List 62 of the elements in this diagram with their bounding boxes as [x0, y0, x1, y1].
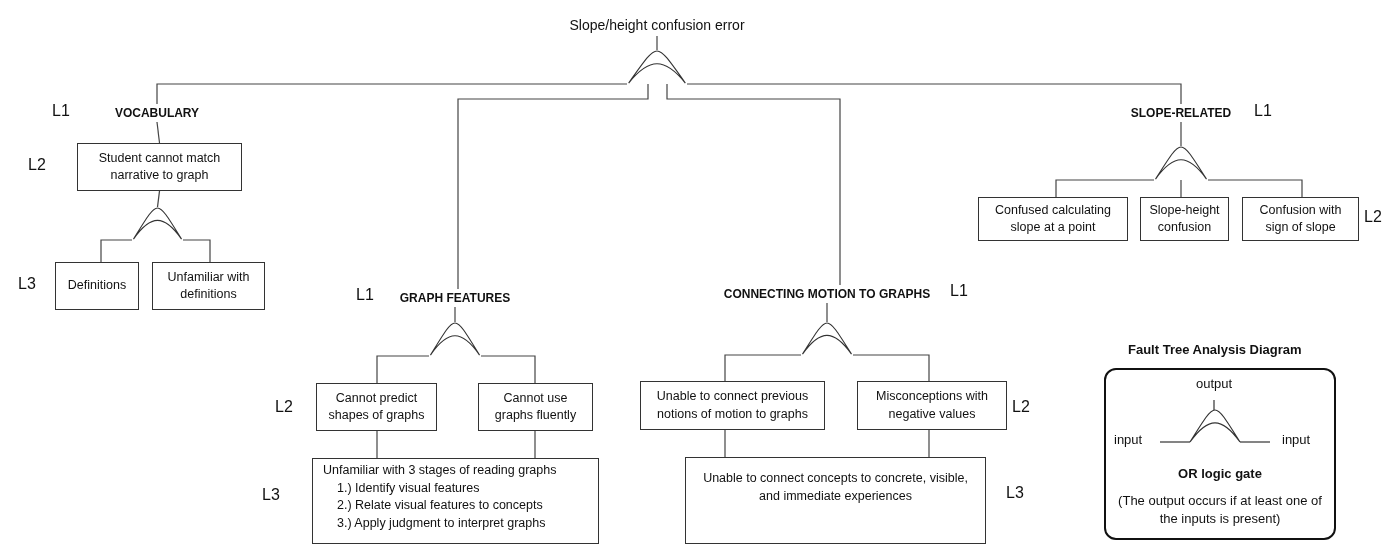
- cause-box: Unfamiliar with 3 stages of reading graphs 1.) Identify visual features 2.) Relate visual features to concepts 3.) Apply judgment to interpret graphs: [312, 458, 599, 544]
- level-label: L1: [950, 282, 968, 300]
- connector-line: [1207, 179, 1303, 198]
- cause-box: Misconceptions with negative values: [857, 381, 1007, 430]
- connector-line: [1180, 121, 1182, 147]
- input-label: input: [1114, 432, 1143, 447]
- level-label: L1: [1254, 102, 1272, 120]
- connector-line: [724, 429, 726, 458]
- connector-line: [852, 354, 930, 382]
- or-gate-symbol: [132, 207, 183, 240]
- connector-line: [376, 355, 430, 384]
- connector-line: [457, 83, 649, 290]
- connector-line: [156, 121, 161, 144]
- or-gate-symbol: [627, 50, 687, 84]
- connector-line: [656, 35, 658, 51]
- level-label: L2: [1012, 398, 1030, 416]
- connector-line: [534, 430, 536, 459]
- legend-title: Fault Tree Analysis Diagram: [1128, 342, 1302, 357]
- level-label: L3: [18, 275, 36, 293]
- connector-line: [480, 355, 536, 384]
- cause-box: Confused calculating slope at a point: [978, 197, 1128, 241]
- connector-line: [182, 239, 211, 263]
- connector-line: [928, 429, 930, 458]
- level-label: L3: [262, 486, 280, 504]
- level-label: L2: [1364, 208, 1382, 226]
- connector-line: [826, 302, 828, 323]
- cause-box: Confusion with sign of slope: [1242, 197, 1359, 241]
- cause-box: Cannot predict shapes of graphs: [316, 383, 437, 431]
- gate-name: OR logic gate: [1177, 466, 1263, 481]
- connector-line: [1055, 179, 1155, 198]
- connector-line: [156, 190, 161, 208]
- cause-box: Slope-height confusion: [1140, 197, 1229, 241]
- cause-box: Cannot use graphs fluently: [478, 383, 593, 431]
- legend-note: (The output occurs if at least one of the inputs is present): [1117, 492, 1323, 529]
- cause-box: Unfamiliar with definitions: [152, 262, 265, 310]
- category-heading: SLOPE-RELATED: [1126, 104, 1236, 122]
- or-gate-symbol: [801, 322, 853, 355]
- level-label: L2: [275, 398, 293, 416]
- cause-box: Definitions: [55, 262, 139, 310]
- category-heading: VOCABULARY: [102, 104, 212, 122]
- connector-line: [686, 83, 1182, 105]
- level-label: L3: [1006, 484, 1024, 502]
- connector-line: [156, 83, 628, 105]
- connector-line: [1180, 179, 1182, 198]
- output-label: output: [1196, 376, 1233, 391]
- top-event-label: Slope/height confusion error: [547, 14, 767, 36]
- level-label: L1: [52, 102, 70, 120]
- cause-box: Unable to connect previous notions of motion to graphs: [640, 381, 825, 430]
- level-label: L2: [28, 156, 46, 174]
- or-gate-symbol: [429, 322, 481, 356]
- connector-line: [376, 430, 378, 459]
- connector-line: [666, 83, 841, 286]
- category-heading: GRAPH FEATURES: [395, 289, 515, 307]
- cause-box: Student cannot match narrative to graph: [77, 143, 242, 191]
- connector-line: [454, 306, 456, 323]
- connector-line: [724, 354, 802, 382]
- level-label: L1: [356, 286, 374, 304]
- input-label: input: [1282, 432, 1311, 447]
- or-gate-symbol: [1154, 146, 1208, 180]
- category-heading: CONNECTING MOTION TO GRAPHS: [712, 285, 942, 303]
- connector-line: [100, 239, 133, 263]
- cause-box: Unable to connect concepts to concrete, visible, and immediate experiences: [685, 457, 986, 544]
